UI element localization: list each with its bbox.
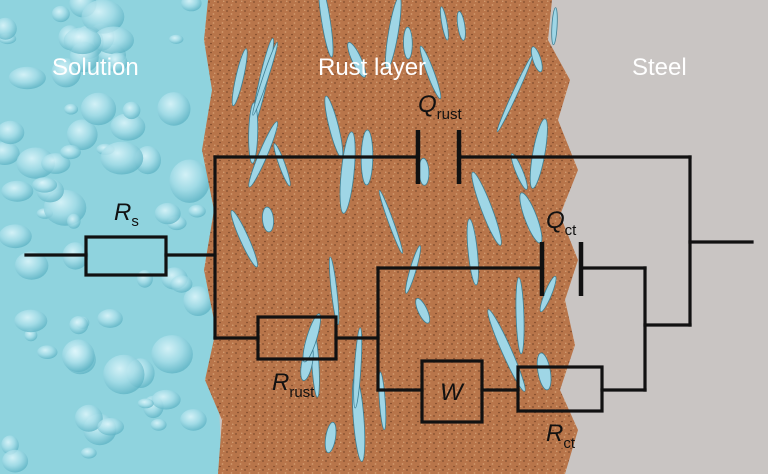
water-droplet — [67, 213, 81, 229]
water-droplet — [0, 141, 20, 165]
water-droplet — [151, 389, 181, 410]
water-droplet — [97, 309, 123, 328]
rust-pore — [318, 0, 334, 58]
water-droplet — [60, 145, 81, 160]
rust-pore — [230, 210, 258, 268]
water-droplet — [81, 0, 125, 34]
water-droplet — [41, 153, 71, 174]
rust-pore — [252, 41, 278, 116]
water-droplet — [122, 101, 141, 120]
rust-pore — [536, 352, 552, 391]
water-droplet — [66, 119, 98, 151]
rs-resistor — [84, 235, 168, 277]
water-droplet — [63, 27, 102, 55]
water-droplet — [157, 92, 191, 126]
water-droplet — [170, 275, 193, 293]
rust-pore — [231, 48, 248, 107]
water-droplet — [169, 34, 184, 44]
water-droplet — [100, 141, 144, 175]
r-rust-resistor — [256, 315, 338, 361]
water-droplet — [8, 66, 46, 90]
r-ct-resistor — [516, 365, 604, 413]
rust-pore — [515, 277, 525, 355]
water-droplet — [169, 159, 210, 203]
rs-label: Rs — [114, 199, 139, 230]
water-droplet — [0, 224, 32, 249]
water-droplet — [154, 202, 181, 225]
rust-pore — [324, 421, 337, 454]
rust-pore — [339, 131, 356, 214]
water-droplet — [74, 404, 103, 432]
water-droplet — [14, 251, 49, 280]
water-droplet — [180, 409, 207, 431]
rust-pore — [530, 46, 543, 73]
rust-pore — [302, 313, 321, 363]
rust-pore — [440, 6, 449, 41]
rust-pore — [347, 41, 367, 78]
water-droplet — [69, 316, 89, 335]
solution-label: Solution — [52, 54, 139, 81]
water-droplet — [97, 418, 124, 436]
water-droplet — [0, 17, 17, 40]
rust-pore — [378, 189, 403, 254]
water-droplet — [2, 449, 29, 473]
rust-pore — [419, 45, 442, 100]
water-droplet — [64, 103, 79, 115]
water-droplet — [61, 339, 95, 373]
warburg-element — [420, 359, 484, 424]
circuit-wires — [24, 155, 754, 392]
water-droplet — [93, 26, 134, 55]
rust-pore — [353, 327, 363, 409]
rust-layer-region — [202, 0, 578, 474]
water-droplet — [137, 398, 154, 409]
water-droplet — [37, 345, 58, 360]
rust-pore — [328, 256, 340, 325]
rust-pore — [262, 206, 274, 233]
water-droplet — [16, 147, 55, 179]
water-droplet — [0, 120, 25, 145]
r-ct-label: Rct — [546, 420, 576, 452]
water-droplets — [0, 0, 213, 473]
water-droplet — [188, 204, 206, 218]
rust-pore — [378, 371, 387, 431]
rust-layer-label: Rust layer — [318, 54, 426, 81]
water-droplet — [80, 92, 117, 126]
rust-pore — [273, 143, 291, 187]
water-droplet — [32, 177, 58, 193]
water-droplet — [151, 335, 193, 374]
rust-pore — [529, 118, 548, 189]
rust-pore — [403, 26, 413, 60]
rust-pore — [385, 0, 402, 70]
w-label: W — [440, 379, 465, 406]
steel-label: Steel — [632, 54, 687, 81]
r-rust-label: Rrust — [272, 369, 315, 401]
water-droplet — [51, 5, 70, 23]
q-ct-label: Qct — [546, 207, 577, 239]
water-droplet — [106, 52, 128, 73]
rust-pore — [248, 102, 259, 164]
water-droplet — [1, 180, 34, 202]
rust-pore — [510, 153, 528, 190]
rust-pore — [415, 298, 431, 324]
rust-pore — [487, 309, 526, 392]
rust-pore — [471, 171, 502, 246]
water-droplet — [183, 286, 213, 316]
water-droplet — [181, 0, 202, 12]
water-droplet — [110, 113, 146, 141]
water-droplet — [150, 418, 167, 431]
water-droplet — [80, 447, 97, 459]
water-droplet — [136, 270, 153, 288]
rust-pore — [539, 275, 557, 313]
water-droplet — [24, 329, 38, 342]
water-droplet — [14, 309, 48, 333]
rust-pore — [456, 11, 466, 41]
q-rust-label: Qrust — [418, 91, 463, 123]
water-droplet — [103, 354, 145, 395]
